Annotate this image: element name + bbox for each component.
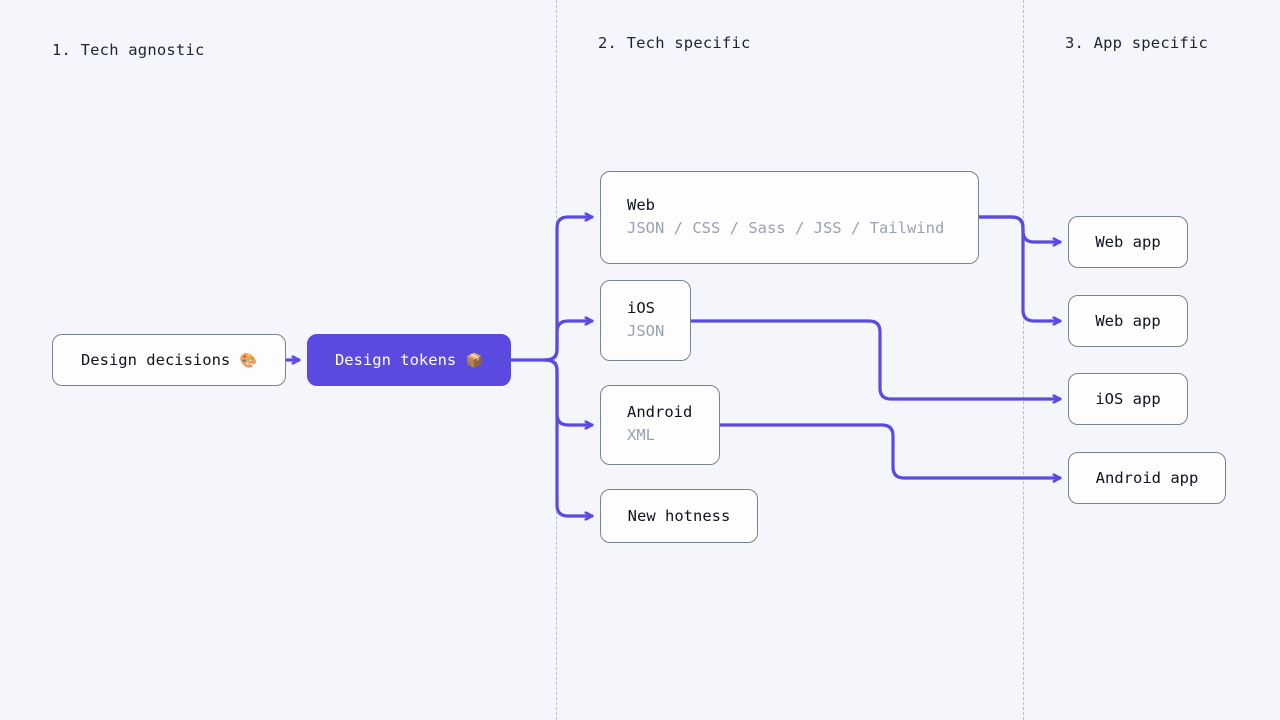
column-label-tech-agnostic: 1. Tech agnostic xyxy=(52,41,205,59)
edge-tokens-to-new-hotness xyxy=(543,358,594,516)
column-divider-1 xyxy=(556,0,557,720)
node-web-title: Web xyxy=(627,195,655,214)
node-web-app-1[interactable]: Web app xyxy=(1068,216,1188,268)
node-ios[interactable]: iOS JSON xyxy=(600,280,691,361)
node-android-title: Android xyxy=(627,403,693,422)
edge-android-to-android-app xyxy=(718,423,1062,478)
node-web-app-2[interactable]: Web app xyxy=(1068,295,1188,347)
node-web-subtitle: JSON / CSS / Sass / JSS / Tailwind xyxy=(627,218,945,237)
node-ios-title: iOS xyxy=(627,298,655,317)
node-new-hotness-title: New hotness xyxy=(627,506,731,525)
column-label-app-specific: 3. App specific xyxy=(1065,34,1208,52)
node-design-decisions-label: Design decisions xyxy=(80,350,231,369)
node-web-app-2-title: Web app xyxy=(1095,311,1161,330)
node-android[interactable]: Android XML xyxy=(600,385,720,465)
node-ios-app-title: iOS app xyxy=(1095,389,1161,408)
node-new-hotness[interactable]: New hotness xyxy=(600,489,758,543)
node-design-tokens-label: Design tokens xyxy=(334,350,457,369)
node-android-app[interactable]: Android app xyxy=(1068,452,1226,504)
node-web-app-1-title: Web app xyxy=(1095,232,1161,251)
package-icon: 📦 xyxy=(465,352,484,369)
node-android-app-title: Android app xyxy=(1095,468,1199,487)
edge-tokens-to-ios xyxy=(543,321,594,362)
edge-web-to-web-app-2 xyxy=(977,215,1062,321)
edge-web-to-web-app-1 xyxy=(977,215,1062,242)
column-divider-2 xyxy=(1023,0,1024,720)
node-ios-subtitle: JSON xyxy=(627,321,665,340)
node-design-tokens[interactable]: Design tokens 📦 xyxy=(307,334,511,386)
column-label-tech-specific: 2. Tech specific xyxy=(598,34,751,52)
node-android-subtitle: XML xyxy=(627,426,655,445)
node-web[interactable]: Web JSON / CSS / Sass / JSS / Tailwind xyxy=(600,171,979,264)
node-ios-app[interactable]: iOS app xyxy=(1068,373,1188,425)
node-design-decisions-title: Design decisions 🎨 xyxy=(81,350,257,371)
node-design-tokens-title: Design tokens 📦 xyxy=(335,350,483,371)
edge-ios-to-ios-app xyxy=(689,319,1062,399)
palette-icon: 🎨 xyxy=(239,352,258,369)
edge-tokens-to-android xyxy=(543,358,594,425)
node-design-decisions[interactable]: Design decisions 🎨 xyxy=(52,334,286,386)
edge-tokens-to-web xyxy=(543,217,594,362)
